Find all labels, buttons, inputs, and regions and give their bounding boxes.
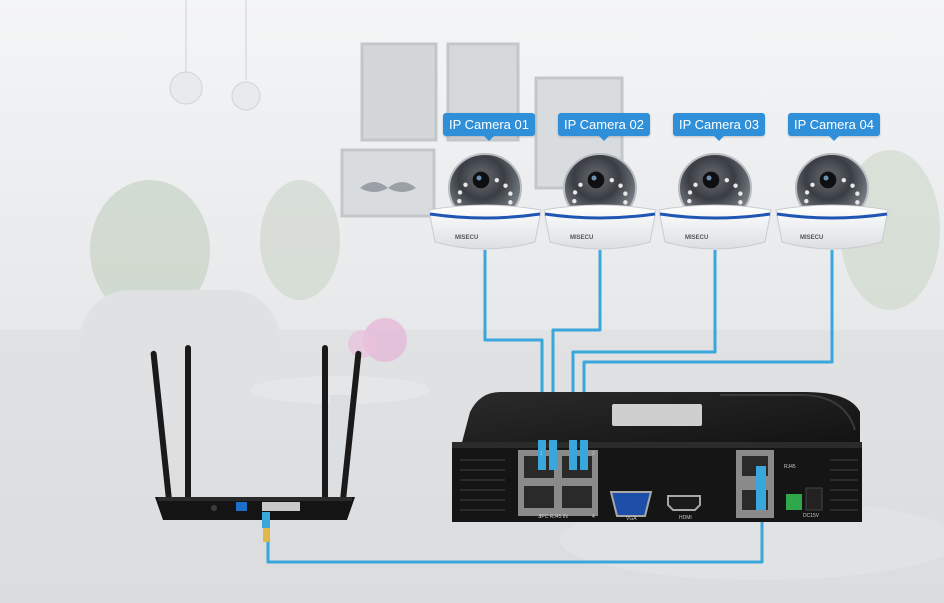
port-number-4: 4 (592, 514, 595, 520)
camera-group (428, 153, 889, 250)
power-terminal (786, 494, 802, 510)
camera-label-01: IP Camera 01 (443, 113, 535, 141)
nvr-top-panel (612, 404, 702, 426)
dome-camera-4 (775, 153, 889, 250)
dome-camera-2 (543, 153, 657, 250)
port-number-1: 1 (540, 451, 543, 457)
router (150, 345, 362, 542)
camera-brand-01: MISECU (455, 235, 479, 241)
hdmi-port (667, 495, 701, 511)
poe-port-label: IPC RJ45 IN (540, 514, 568, 520)
dome-camera-3 (658, 153, 772, 250)
vga-label: VGA (626, 516, 637, 522)
camera-brand-04: MISECU (800, 235, 824, 241)
router-lan-ports (262, 502, 300, 511)
dc-jack (805, 487, 823, 511)
camera-label-02: IP Camera 02 (558, 113, 650, 141)
hdmi-label: HDMI (679, 515, 692, 521)
camera-brand-03: MISECU (685, 235, 709, 241)
router-wan-port (236, 502, 247, 511)
dome-camera-1 (428, 153, 542, 250)
nvr-recorder (452, 392, 862, 522)
port-number-2: 2 (592, 451, 595, 457)
power-label: DC15V (803, 513, 820, 519)
rj45-label: RJ45 (784, 464, 796, 470)
vga-port (609, 491, 653, 517)
camera-label-03: IP Camera 03 (673, 113, 765, 141)
port-number-3: 3 (538, 514, 541, 520)
cable-camera-02 (551, 250, 602, 452)
camera-label-04: IP Camera 04 (788, 113, 880, 141)
camera-brand-02: MISECU (570, 235, 594, 241)
